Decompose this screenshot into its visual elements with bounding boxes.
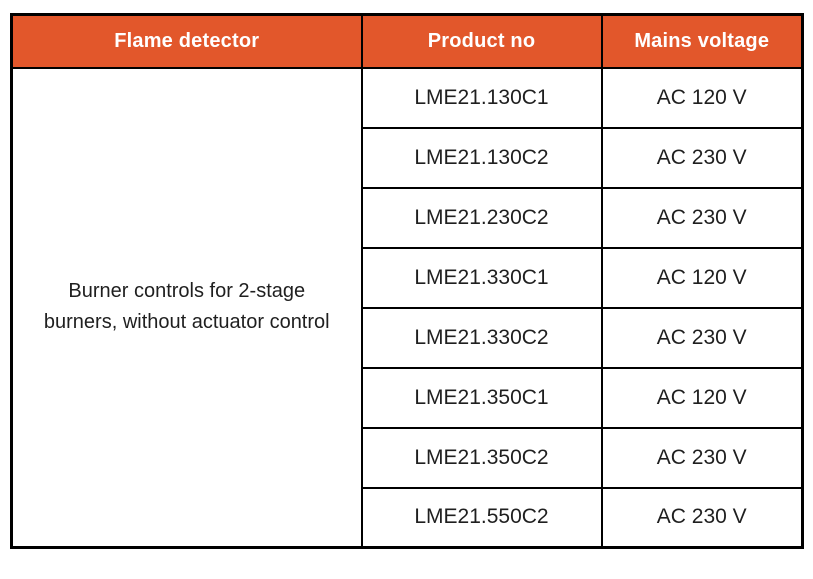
- mains-voltage-cell: AC 120 V: [600, 246, 804, 309]
- group-label: Burner controls for 2-stage burners, wit…: [43, 280, 330, 334]
- product-table: Flame detector Product no Mains voltage …: [10, 13, 804, 549]
- product-no-cell: LME21.130C1: [360, 66, 603, 129]
- table-row: LME21.550C2 AC 230 V: [12, 486, 804, 549]
- table-row: Burner controls for 2-stage burners, wit…: [10, 66, 804, 549]
- table-row: LME21.130C2 AC 230 V: [12, 126, 804, 189]
- mains-voltage-cell: AC 230 V: [600, 126, 804, 189]
- header-flame-detector: Flame detector: [10, 13, 363, 69]
- product-no-cell: LME21.330C2: [360, 306, 603, 369]
- mains-voltage-cell: AC 120 V: [600, 366, 804, 429]
- product-no-cell: LME21.330C1: [360, 246, 603, 309]
- header-row: Flame detector Product no Mains voltage: [10, 13, 804, 69]
- mains-voltage-cell: AC 230 V: [600, 186, 804, 249]
- product-no-cell: LME21.130C2: [360, 126, 603, 189]
- table-row: LME21.330C1 AC 120 V: [12, 246, 804, 309]
- table-row: LME21.350C2 AC 230 V: [12, 426, 804, 489]
- table-row: LME21.230C2 AC 230 V: [12, 186, 804, 249]
- mains-voltage-cell: AC 230 V: [600, 486, 804, 549]
- mains-voltage-cell: AC 230 V: [600, 306, 804, 369]
- product-no-cell: LME21.350C1: [360, 366, 603, 429]
- product-no-cell: LME21.230C2: [360, 186, 603, 249]
- header-mains-voltage: Mains voltage: [600, 13, 804, 69]
- header-product-no: Product no: [360, 13, 603, 69]
- product-no-cell: LME21.550C2: [360, 486, 603, 549]
- table-row: LME21.350C1 AC 120 V: [12, 366, 804, 429]
- product-no-cell: LME21.350C2: [360, 426, 603, 489]
- table-row: LME21.330C2 AC 230 V: [12, 306, 804, 369]
- group-cell: Burner controls for 2-stage burners, wit…: [10, 66, 363, 549]
- mains-voltage-cell: AC 230 V: [600, 426, 804, 489]
- mains-voltage-cell: AC 120 V: [600, 66, 804, 129]
